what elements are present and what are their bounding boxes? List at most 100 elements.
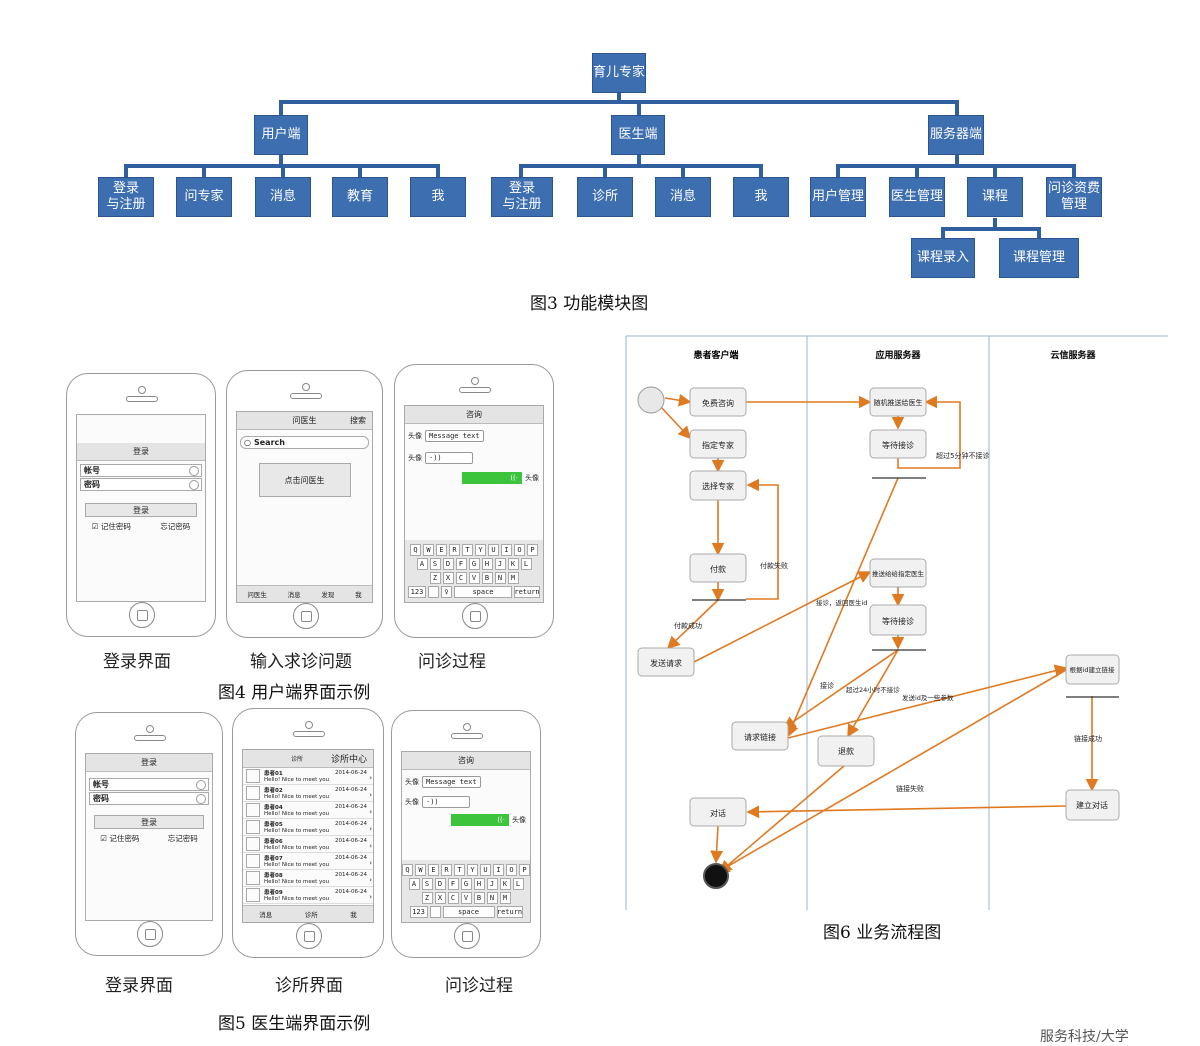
key-u[interactable]: U (480, 864, 491, 876)
reply-bubble[interactable]: ((· (462, 472, 522, 484)
search-input[interactable]: ○Search (240, 436, 369, 449)
key-c[interactable]: C (447, 892, 459, 904)
chevron-right-icon: › (369, 842, 372, 850)
key-p[interactable]: P (519, 864, 530, 876)
tab-me[interactable]: 我 (355, 591, 362, 599)
key-m[interactable]: M (507, 572, 519, 584)
key-i[interactable]: I (501, 544, 512, 556)
key-j[interactable]: J (486, 878, 498, 890)
fig5-caption: 图5 医生端界面示例 (218, 1014, 371, 1034)
key-w[interactable]: W (423, 544, 434, 556)
account-field[interactable]: 帐号 (80, 464, 202, 477)
start-node (637, 386, 665, 414)
key-z[interactable]: Z (429, 572, 441, 584)
key-o[interactable]: O (514, 544, 525, 556)
key-d[interactable]: D (434, 878, 446, 890)
key-r[interactable]: R (441, 864, 452, 876)
key-l[interactable]: L (520, 558, 532, 570)
key-g[interactable]: G (460, 878, 472, 890)
key-m[interactable]: M (499, 892, 511, 904)
key-i[interactable]: I (493, 864, 504, 876)
key-y[interactable]: Y (475, 544, 486, 556)
key-p[interactable]: P (527, 544, 538, 556)
reply-bubble[interactable]: ((· (451, 814, 509, 826)
key-y[interactable]: Y (467, 864, 478, 876)
key-h[interactable]: H (481, 558, 493, 570)
key-e[interactable]: E (428, 864, 439, 876)
key-v[interactable]: V (468, 572, 480, 584)
key-k[interactable]: K (499, 878, 511, 890)
key-q[interactable]: Q (410, 544, 421, 556)
key-l[interactable]: L (512, 878, 524, 890)
key-f[interactable]: F (447, 878, 459, 890)
key-q[interactable]: Q (402, 864, 413, 876)
key-f[interactable]: F (455, 558, 467, 570)
tab-discover[interactable]: 发现 (321, 591, 335, 599)
node-wait-2: 等待接诊 (882, 616, 914, 626)
home-button (462, 603, 488, 629)
key-s[interactable]: S (421, 878, 433, 890)
remember-checkbox[interactable]: ☑ 记住密码 (100, 834, 140, 843)
edge-pay-success: 付款成功 (674, 621, 702, 630)
key-c[interactable]: C (455, 572, 467, 584)
key-r[interactable]: R (449, 544, 460, 556)
key-a[interactable]: A (416, 558, 428, 570)
tab-ask-doctor[interactable]: 问医生 (247, 591, 267, 599)
login-button[interactable]: 登录 (94, 815, 204, 829)
tab-messages[interactable]: 消息 (259, 911, 273, 919)
key-k[interactable]: K (507, 558, 519, 570)
key-w[interactable]: W (415, 864, 426, 876)
account-field[interactable]: 帐号 (89, 778, 209, 791)
key-o[interactable]: O (506, 864, 517, 876)
voice-bubble[interactable]: ·)) (422, 796, 470, 808)
key-s[interactable]: S (429, 558, 441, 570)
key-x[interactable]: X (442, 572, 454, 584)
avatar (246, 854, 260, 868)
forgot-link[interactable]: 忘记密码 (167, 834, 198, 843)
key-g[interactable]: G (468, 558, 480, 570)
login-button[interactable]: 登录 (85, 503, 197, 517)
tab-me[interactable]: 我 (350, 911, 357, 919)
key-x[interactable]: X (434, 892, 446, 904)
node-build-dialog: 建立对话 (1076, 800, 1108, 810)
key-z[interactable]: Z (421, 892, 433, 904)
tab-messages[interactable]: 消息 (287, 591, 301, 599)
key-n[interactable]: N (494, 572, 506, 584)
forgot-link[interactable]: 忘记密码 (160, 522, 191, 531)
key-t[interactable]: T (454, 864, 465, 876)
key-u[interactable]: U (488, 544, 499, 556)
password-field[interactable]: 密码 (80, 478, 202, 491)
home-button (454, 923, 480, 949)
voice-bubble[interactable]: ·)) (425, 452, 473, 464)
key-a[interactable]: A (408, 878, 420, 890)
key-j[interactable]: J (494, 558, 506, 570)
key-t[interactable]: T (462, 544, 473, 556)
key-n[interactable]: N (486, 892, 498, 904)
password-field[interactable]: 密码 (89, 792, 209, 805)
key-b[interactable]: B (481, 572, 493, 584)
tab-clinic[interactable]: 诊所 (304, 911, 318, 919)
node-pay: 付款 (710, 564, 726, 574)
edge-pay-fail: 付款失败 (760, 561, 788, 570)
key-e[interactable]: E (436, 544, 447, 556)
chevron-right-icon: › (369, 859, 372, 867)
key-v[interactable]: V (460, 892, 472, 904)
remember-checkbox[interactable]: ☑ 记住密码 (91, 522, 131, 531)
key-h[interactable]: H (473, 878, 485, 890)
key-b[interactable]: B (473, 892, 485, 904)
ask-doctor-button[interactable]: 点击问医生 (258, 463, 351, 497)
key-d[interactable]: D (442, 558, 454, 570)
chevron-right-icon: › (369, 808, 372, 816)
